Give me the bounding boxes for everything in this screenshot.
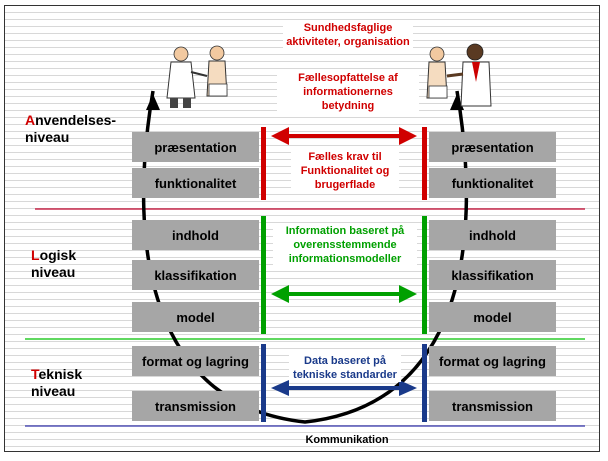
left-box-indhold: indhold [132, 220, 259, 250]
center-top-title: Sundhedsfaglige aktiviteter, organisatio… [283, 21, 413, 49]
center-faelles-krav: Fælles krav til Funktionalitet og bruger… [291, 150, 399, 192]
green-bar-right [422, 216, 427, 334]
level-label-logisk: Logisk niveau [31, 247, 77, 280]
arc-arrowhead-left [146, 94, 160, 110]
level-label-teknisk: Teknisk niveau [31, 366, 83, 399]
left-box-praesentation: præsentation [132, 132, 259, 162]
right-box-indhold: indhold [429, 220, 556, 250]
green-arrow-left [271, 285, 289, 303]
right-box-praesentation: præsentation [429, 132, 556, 162]
red-arrow-left [271, 127, 289, 145]
blue-arrow-right [399, 380, 417, 396]
center-information: Information baseret på overensstemmende … [273, 224, 417, 266]
blue-bar-right [422, 344, 427, 422]
doctor-patient-right-icon [426, 43, 492, 107]
right-box-funktionalitet: funktionalitet [429, 168, 556, 198]
blue-bar-left [261, 344, 266, 422]
left-box-format-og-lagring: format og lagring [132, 346, 259, 376]
left-box-funktionalitet: funktionalitet [132, 168, 259, 198]
left-box-transmission: transmission [132, 391, 259, 421]
green-bar-left [261, 216, 266, 334]
green-arrow-right [399, 285, 417, 303]
center-faelles-opfattelse: Fællesopfattelse af informationernes bet… [277, 71, 419, 113]
doctor-patient-left-icon [166, 45, 228, 108]
blue-arrow-left [271, 380, 289, 396]
right-box-klassifikation: klassifikation [429, 260, 556, 290]
center-kommunikation: Kommunikation [305, 434, 389, 446]
left-box-model: model [132, 302, 259, 332]
right-box-transmission: transmission [429, 391, 556, 421]
right-box-format-og-lagring: format og lagring [429, 346, 556, 376]
red-bar-right [422, 127, 427, 200]
level-label-anvendelse: Anvendelses- niveau [25, 112, 117, 145]
left-box-klassifikation: klassifikation [132, 260, 259, 290]
right-box-model: model [429, 302, 556, 332]
red-arrow-right [399, 127, 417, 145]
center-data: Data baseret på tekniske standarder [289, 354, 401, 382]
slide: Anvendelses- niveau Logisk niveau Teknis… [4, 5, 600, 452]
red-bar-left [261, 127, 266, 200]
